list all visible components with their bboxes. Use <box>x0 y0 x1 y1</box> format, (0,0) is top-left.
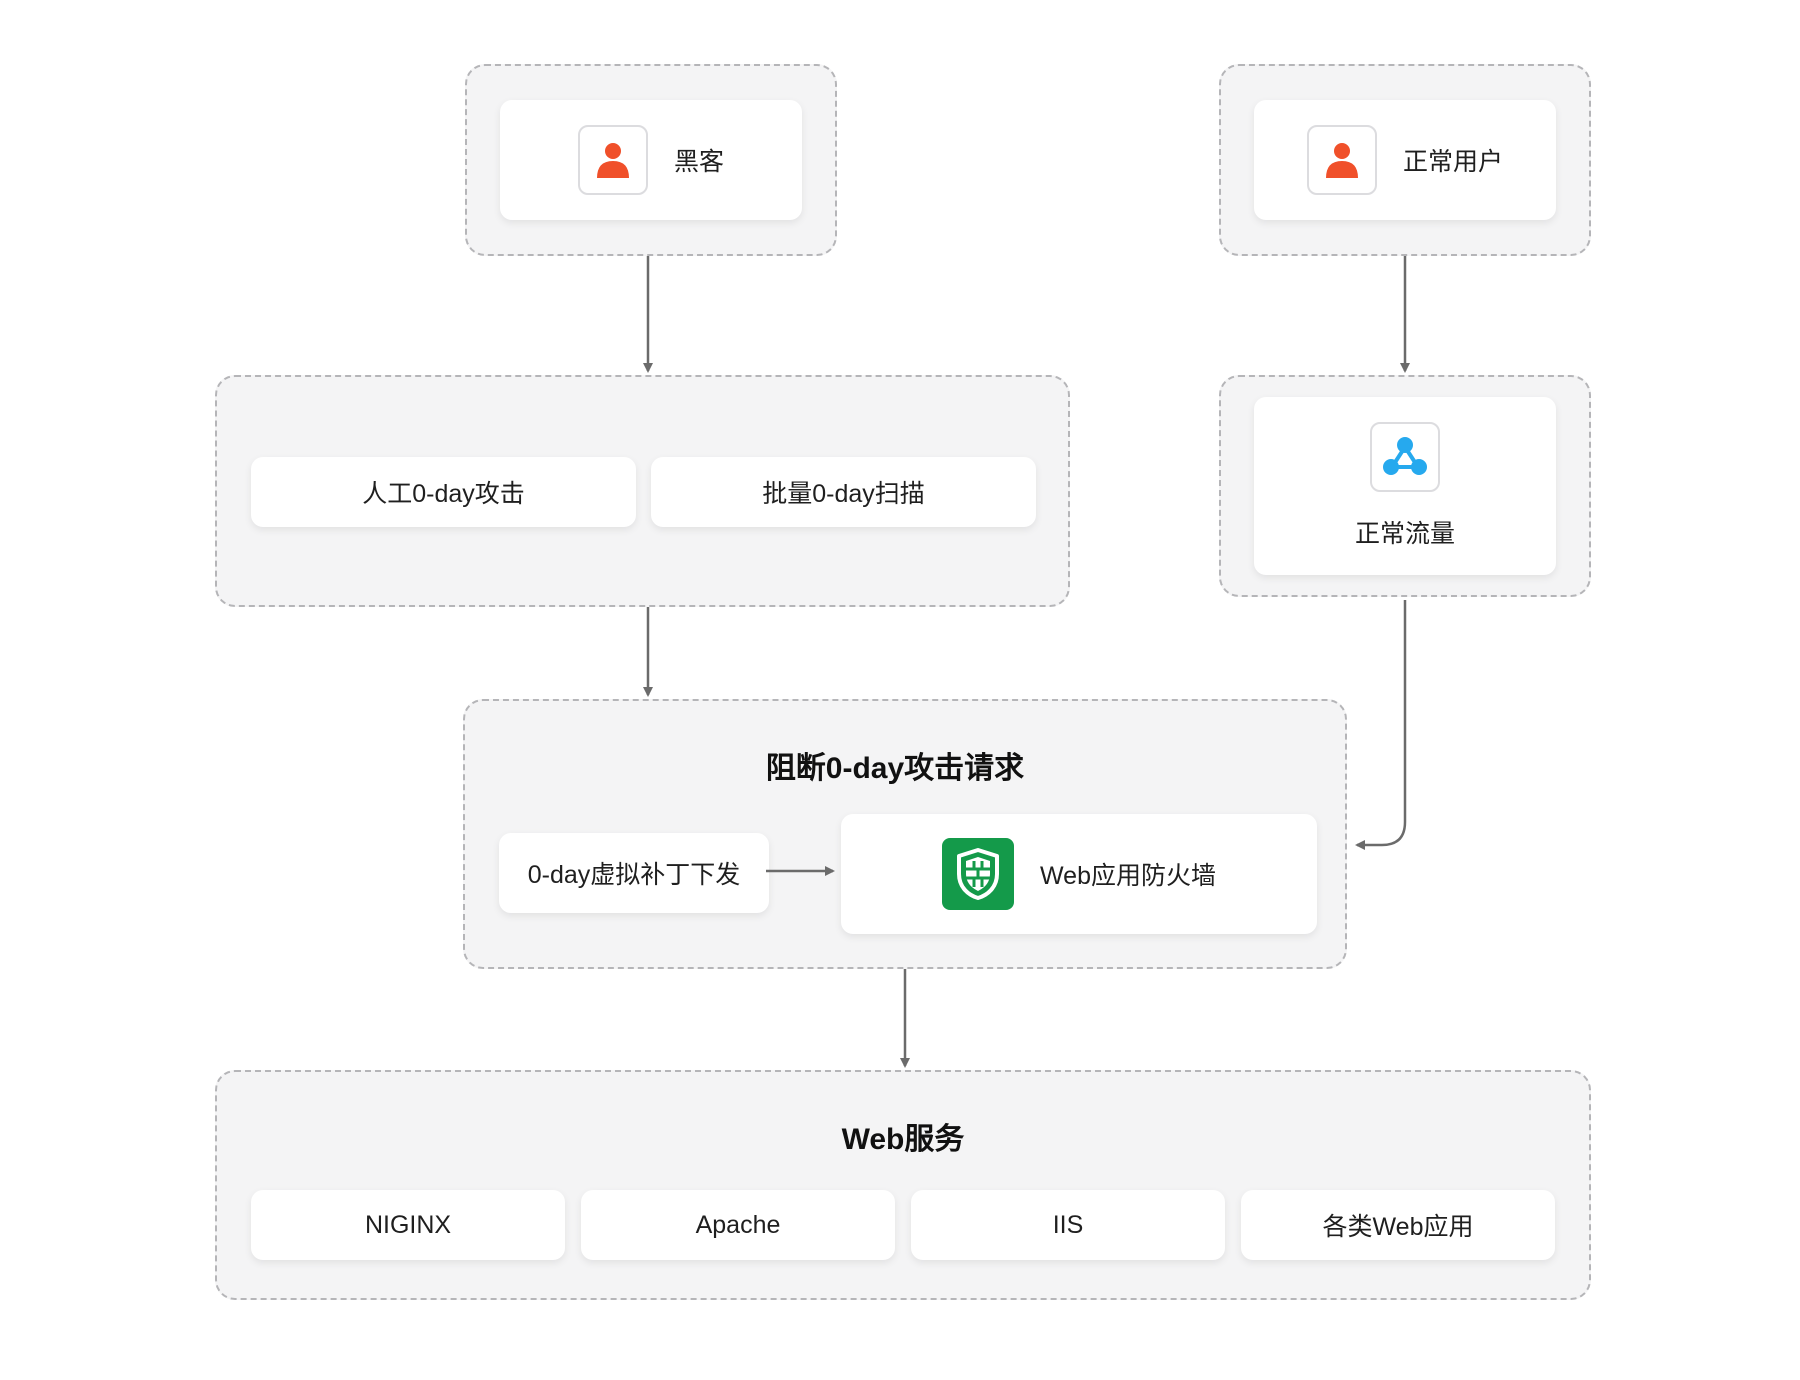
service-card-iis[interactable]: IIS <box>911 1190 1225 1260</box>
service-card-apache[interactable]: Apache <box>581 1190 895 1260</box>
waf-icon-box <box>942 838 1015 910</box>
service-label: IIS <box>1052 1210 1084 1239</box>
service-card-web-apps[interactable]: 各类Web应用 <box>1241 1190 1555 1260</box>
user-icon <box>596 143 629 178</box>
attack-group: 人工0-day攻击 批量0-day扫描 <box>215 375 1070 607</box>
arrow-traffic-to-block <box>1355 600 1407 850</box>
manual-attack-card[interactable]: 人工0-day攻击 <box>251 457 636 527</box>
shield-firewall-icon <box>957 848 1000 900</box>
normal-traffic-group: 正常流量 <box>1219 375 1591 597</box>
batch-scan-card[interactable]: 批量0-day扫描 <box>651 457 1036 527</box>
user-icon <box>1325 143 1358 178</box>
waf-card[interactable]: Web应用防火墙 <box>841 814 1317 934</box>
hacker-avatar <box>577 125 648 195</box>
web-services-group: Web服务 NIGINX Apache IIS 各类Web应用 <box>215 1070 1591 1300</box>
traffic-icon-box <box>1370 422 1440 492</box>
virtual-patch-card[interactable]: 0-day虚拟补丁下发 <box>499 833 769 913</box>
normal-traffic-label: 正常流量 <box>1354 520 1455 548</box>
batch-scan-label: 批量0-day扫描 <box>762 480 925 508</box>
web-services-title: Web服务 <box>841 1123 965 1156</box>
service-label: NIGINX <box>364 1210 452 1239</box>
network-nodes-icon <box>1383 437 1427 475</box>
normal-traffic-card[interactable]: 正常流量 <box>1254 397 1556 575</box>
hacker-group: 黑客 <box>465 64 837 256</box>
normal-user-label: 正常用户 <box>1402 148 1503 176</box>
virtual-patch-label: 0-day虚拟补丁下发 <box>527 861 741 889</box>
service-label: Apache <box>695 1210 781 1239</box>
waf-label: Web应用防火墙 <box>1040 862 1216 890</box>
hacker-label: 黑客 <box>673 148 724 176</box>
manual-attack-label: 人工0-day攻击 <box>362 480 525 508</box>
block-title: 阻断0-day攻击请求 <box>765 752 1025 785</box>
hacker-card[interactable]: 黑客 <box>500 100 802 220</box>
normal-user-card[interactable]: 正常用户 <box>1254 100 1556 220</box>
normal-user-group: 正常用户 <box>1219 64 1591 256</box>
normal-user-avatar <box>1306 125 1377 195</box>
service-card-nginx[interactable]: NIGINX <box>251 1190 565 1260</box>
block-group: 阻断0-day攻击请求 0-day虚拟补丁下发 Web应用防火墙 <box>463 699 1347 969</box>
service-label: 各类Web应用 <box>1322 1213 1474 1241</box>
